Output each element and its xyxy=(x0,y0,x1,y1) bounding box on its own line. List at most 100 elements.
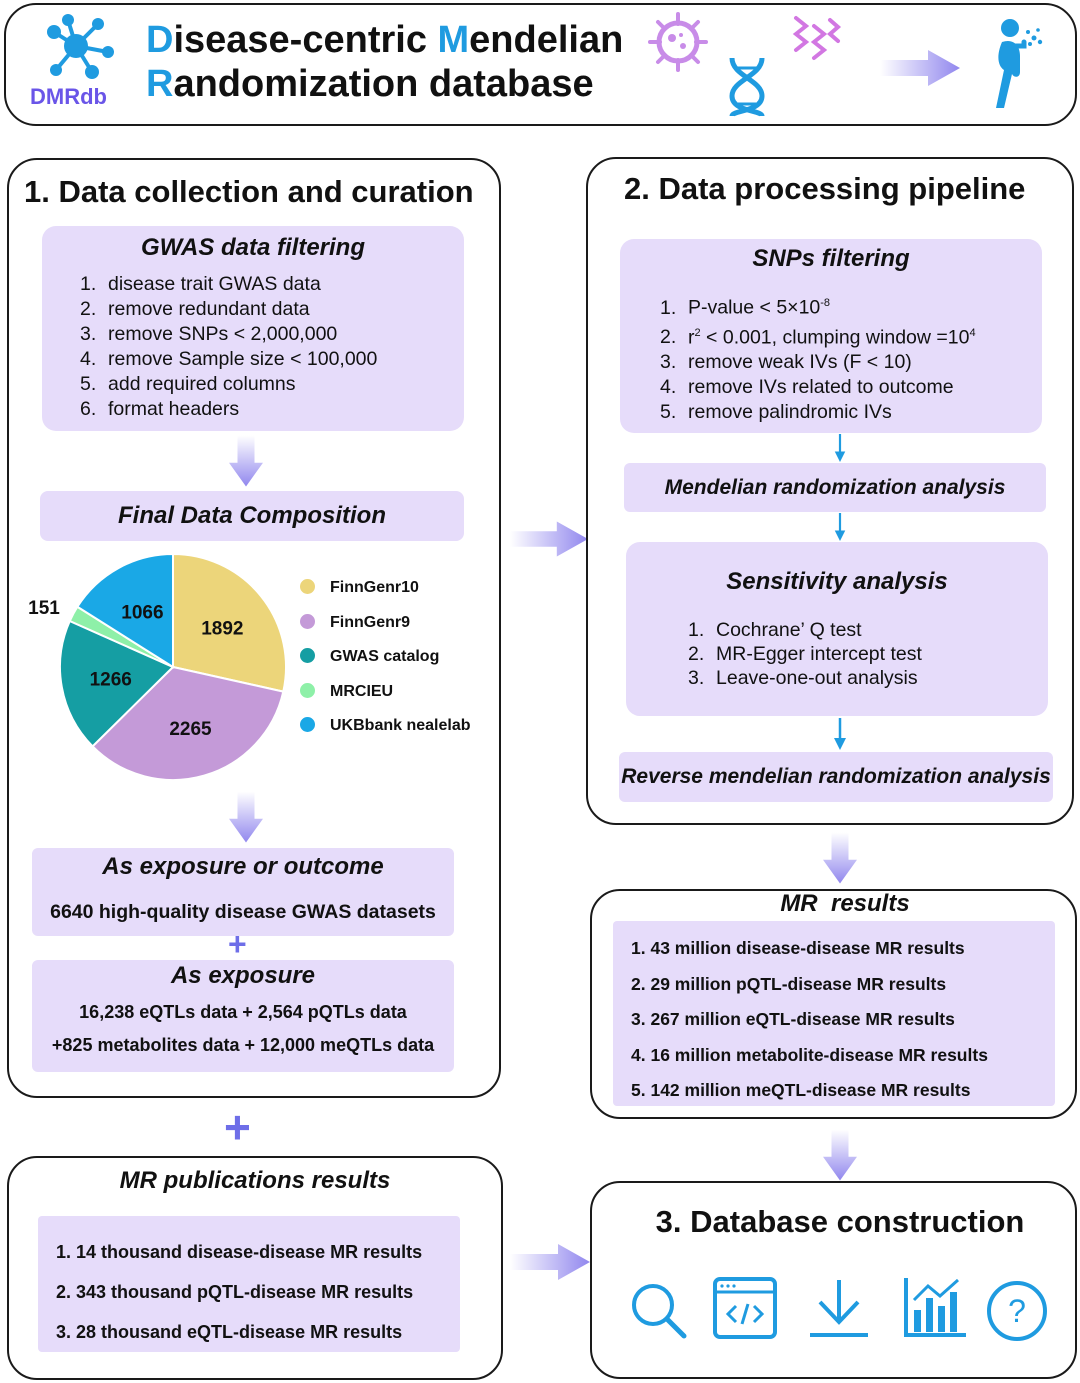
protein-squiggle-icon xyxy=(792,16,842,60)
legend-item: FinnGenr10 xyxy=(300,579,419,597)
banner-title: Disease-centric Mendelian Randomization … xyxy=(146,19,624,105)
sensitivity-box: Sensitivity analysis 1.Cochrane’ Q test … xyxy=(626,542,1048,716)
list-item: 3.Leave-one-out analysis xyxy=(688,667,918,689)
list-item: 2. 29 million pQTL-disease MR results xyxy=(631,973,947,994)
list-item: 1.disease trait GWAS data xyxy=(80,273,321,295)
download-icon xyxy=(810,1280,868,1337)
final-composition-title: Final Data Composition xyxy=(117,502,386,529)
bar-chart-icon xyxy=(904,1278,966,1337)
flow-arrow-to-database xyxy=(510,1242,590,1282)
pie-slice-ukbbank-nealelab xyxy=(76,552,174,669)
list-item: 5. 142 million meQTL-disease MR results xyxy=(631,1080,971,1100)
list-item: 6.format headers xyxy=(80,398,240,420)
sensitivity-list: 1.Cochrane’ Q test 2.MR-Egger intercept … xyxy=(688,618,922,690)
thin-arrow-1 xyxy=(832,434,848,462)
pie-slice-gwas-catalog xyxy=(59,619,175,748)
mr-publications-title: MR publications results xyxy=(119,1167,391,1194)
legend-swatch xyxy=(300,579,315,594)
list-item: 4.remove IVs related to outcome xyxy=(660,376,954,398)
list-item: 2. 343 thousand pQTL-disease MR results xyxy=(56,1282,414,1302)
header-arrow xyxy=(874,48,966,88)
gwas-filtering-box: GWAS data filtering 1.disease trait GWAS… xyxy=(42,226,464,431)
network-logo-icon xyxy=(47,14,114,79)
plus-sign-2: + xyxy=(224,1101,251,1153)
list-item: 5.add required columns xyxy=(80,373,296,395)
pie-value-label: 1266 xyxy=(90,669,132,690)
legend-swatch xyxy=(300,682,315,698)
svg-text:?: ? xyxy=(1008,1293,1026,1329)
list-item: 1.P-value < 5×10-8 xyxy=(660,296,831,319)
reverse-mr-box: Reverse mendelian randomization analysis xyxy=(619,752,1053,802)
pie-slice-finngenr10 xyxy=(172,552,287,693)
legend-label: FinnGenr9 xyxy=(330,613,411,631)
list-item: 2.remove redundant data xyxy=(80,298,310,320)
final-composition-box: Final Data Composition xyxy=(40,491,464,541)
exposure-title: As exposure xyxy=(170,962,316,989)
title-initial-r: R xyxy=(146,63,174,105)
exposure-outcome-title: As exposure or outcome xyxy=(102,853,384,880)
virus-icon xyxy=(648,12,708,72)
pie-value-label: 151 xyxy=(28,598,60,619)
help-icon: ? xyxy=(987,1281,1047,1341)
gwas-filtering-title: GWAS data filtering xyxy=(140,234,365,261)
legend-swatch xyxy=(300,613,315,629)
pie-value-label: 2265 xyxy=(169,719,212,740)
search-icon xyxy=(632,1284,687,1339)
legend-item: MRCIEU xyxy=(300,682,394,701)
title-initial-d: D xyxy=(146,19,174,61)
section3-frame xyxy=(590,1181,1077,1379)
legend-item: UKBbank nealelab xyxy=(300,717,470,735)
mr-publications-list: 1. 14 thousand disease-disease MR result… xyxy=(56,1232,422,1352)
snps-filtering-list: 1.P-value < 5×10-8 2.r2 < 0.001, clumpin… xyxy=(660,291,976,425)
pie-value-label: 1892 xyxy=(201,618,243,639)
snps-filtering-title: SNPs filtering xyxy=(752,245,910,272)
legend-label: FinnGenr10 xyxy=(330,579,419,596)
mr-results-box: 1. 43 million disease-disease MR results… xyxy=(613,921,1055,1106)
pie-value-label: 1066 xyxy=(121,603,163,624)
flow-arrow-to-results xyxy=(823,830,857,886)
list-item: 1. 14 thousand disease-disease MR result… xyxy=(56,1242,423,1262)
section1-title: 1. Data collection and curation xyxy=(24,174,474,209)
exposure-outcome-box: As exposure or outcome 6640 high-quality… xyxy=(32,848,454,936)
list-item: 3. 28 thousand eQTL-disease MR results xyxy=(56,1322,403,1342)
mr-publications-box: 1. 14 thousand disease-disease MR result… xyxy=(38,1216,460,1352)
legend-label: GWAS catalog xyxy=(330,648,440,665)
exposure-line-2: +825 metabolites data + 12,000 meQTLs da… xyxy=(51,1035,435,1055)
mr-results-title: MR results xyxy=(780,890,910,917)
person-coughing-icon xyxy=(996,19,1043,109)
legend-item: FinnGenr9 xyxy=(300,613,411,632)
gwas-filtering-list: 1.disease trait GWAS data 2.remove redun… xyxy=(80,272,377,422)
exposure-outcome-text: 6640 high-quality disease GWAS datasets xyxy=(50,901,436,923)
legend-swatch xyxy=(300,717,315,732)
list-item: 1.Cochrane’ Q test xyxy=(688,619,862,641)
flow-arrow-1 xyxy=(229,434,263,488)
section2-title: 2. Data processing pipeline xyxy=(624,171,1026,206)
legend-label: UKBbank nealelab xyxy=(330,717,471,734)
exposure-box: As exposure 16,238 eQTLs data + 2,564 pQ… xyxy=(32,960,454,1072)
thin-arrow-2 xyxy=(832,513,848,541)
list-item: 5.remove palindromic IVs xyxy=(660,401,892,423)
list-item: 3.remove weak IVs (F < 10) xyxy=(660,351,912,373)
legend-swatch xyxy=(300,648,315,663)
thin-arrow-3 xyxy=(832,717,848,751)
mr-analysis-title: Mendelian randomization analysis xyxy=(664,476,1006,499)
plus-sign-1: + xyxy=(228,926,247,962)
list-item: 3. 267 million eQTL-disease MR results xyxy=(631,1009,955,1029)
legend-item: GWAS catalog xyxy=(300,648,439,666)
flow-arrow-to-pipeline xyxy=(510,519,588,559)
flow-arrow-2 xyxy=(229,790,263,844)
snps-filtering-box: SNPs filtering 1.P-value < 5×10-8 2.r2 <… xyxy=(620,239,1042,433)
list-item: 4.remove Sample size < 100,000 xyxy=(80,348,378,370)
list-item: 3.remove SNPs < 2,000,000 xyxy=(80,323,338,345)
dna-icon xyxy=(729,57,765,118)
flow-arrow-to-database-down xyxy=(823,1128,857,1182)
legend-label: MRCIEU xyxy=(330,682,394,700)
sensitivity-title: Sensitivity analysis xyxy=(726,568,948,595)
mr-results-list: 1. 43 million disease-disease MR results… xyxy=(631,931,988,1109)
mr-analysis-box: Mendelian randomization analysis xyxy=(624,463,1046,512)
code-window-icon xyxy=(713,1277,777,1339)
section3-title: 3. Database construction xyxy=(655,1204,1025,1239)
logo-text: DMRdb xyxy=(30,84,107,109)
pie-slice-finngenr9 xyxy=(91,665,285,781)
exposure-line-1: 16,238 eQTLs data + 2,564 pQTLs data xyxy=(79,1002,407,1022)
